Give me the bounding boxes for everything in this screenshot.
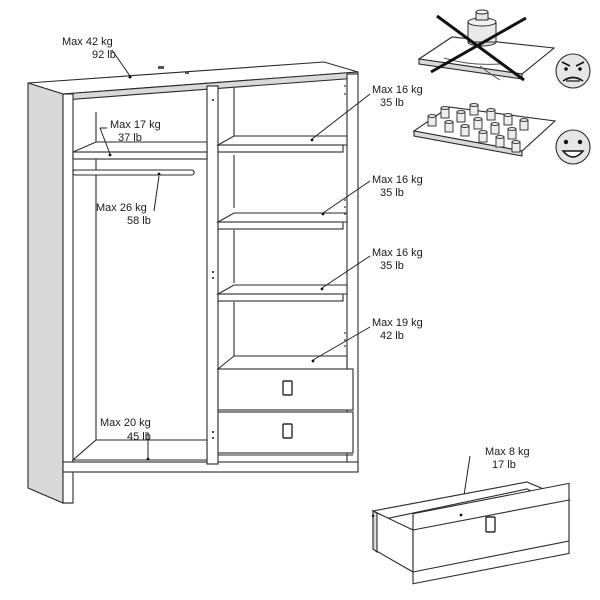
label-shelf4-kg: Max 19 kg — [372, 317, 423, 329]
wardrobe — [27, 61, 359, 504]
leader-lines — [99, 49, 471, 516]
label-shelf1-lb: 35 lb — [380, 97, 404, 109]
label-rail-kg: Max 26 kg — [96, 202, 147, 214]
hat-shelf-front — [72, 151, 208, 160]
label-shelf3-kg: Max 16 kg — [372, 247, 423, 259]
label-shelf1-kg: Max 16 kg — [372, 84, 423, 96]
label-hat-shelf-lb: 37 lb — [118, 132, 142, 144]
label-shelf2-kg: Max 16 kg — [372, 174, 423, 186]
front-left-edge — [62, 93, 74, 504]
label-rail-lb: 58 lb — [127, 215, 151, 227]
load-labels: Max 42 kg 92 lb Max 17 kg 37 lb Max 26 k… — [62, 36, 530, 471]
label-top-lb: 92 lb — [92, 49, 116, 61]
pulled-drawer-handle — [485, 516, 496, 533]
top-fitting — [158, 66, 164, 69]
drawer-handle-lower — [282, 423, 293, 439]
center-divider — [206, 85, 219, 465]
wardrobe-right-side — [346, 73, 359, 471]
label-drawer-lb: 17 lb — [492, 459, 516, 471]
label-hat-shelf-kg: Max 17 kg — [110, 119, 161, 131]
top-load-dot — [128, 75, 132, 79]
label-shelf4-lb: 42 lb — [380, 330, 404, 342]
happy-face-icon — [555, 129, 591, 165]
label-bottom-lb: 45 lb — [127, 431, 151, 443]
drawer-handle-upper — [282, 380, 293, 396]
crossed-out-concentrated-load-icon — [417, 9, 556, 82]
label-top-kg: Max 42 kg — [62, 36, 113, 48]
hanging-rail — [72, 169, 195, 176]
label-shelf3-lb: 35 lb — [380, 260, 404, 272]
evenly-distributed-load-icon — [412, 103, 557, 157]
bottom-left-floor — [71, 439, 208, 461]
label-bottom-kg: Max 20 kg — [100, 417, 151, 429]
top-fitting-2 — [185, 72, 189, 74]
wardrobe-left-side — [27, 82, 64, 504]
pulled-out-drawer — [371, 481, 571, 585]
right-shelves — [215, 135, 348, 370]
angry-face-icon — [555, 53, 591, 89]
label-drawer-kg: Max 8 kg — [485, 446, 530, 458]
label-shelf2-lb: 35 lb — [380, 187, 404, 199]
